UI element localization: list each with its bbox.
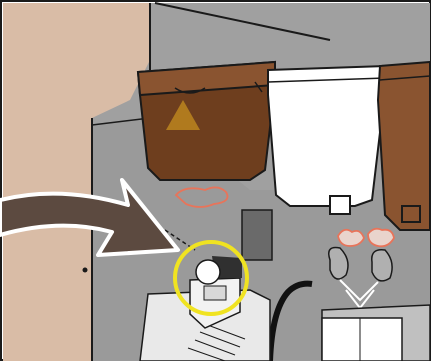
grounds-receptacle xyxy=(321,304,431,361)
housing-ledge xyxy=(91,117,151,126)
wall-panel xyxy=(3,3,160,361)
circle-highlight-icon xyxy=(173,240,249,316)
connector-block xyxy=(241,209,273,261)
orange-outline-left xyxy=(174,186,229,208)
sensor-ball xyxy=(195,259,221,285)
dot-1 xyxy=(82,267,88,273)
curved-arrow-icon xyxy=(0,178,180,257)
tube xyxy=(267,280,313,361)
bean-container-right xyxy=(376,60,431,231)
water-container xyxy=(267,64,386,215)
orange-outline-right xyxy=(337,227,395,248)
housing-top-edge xyxy=(154,2,331,41)
warning-triangle-icon xyxy=(166,100,200,130)
bean-container-left xyxy=(136,60,276,181)
